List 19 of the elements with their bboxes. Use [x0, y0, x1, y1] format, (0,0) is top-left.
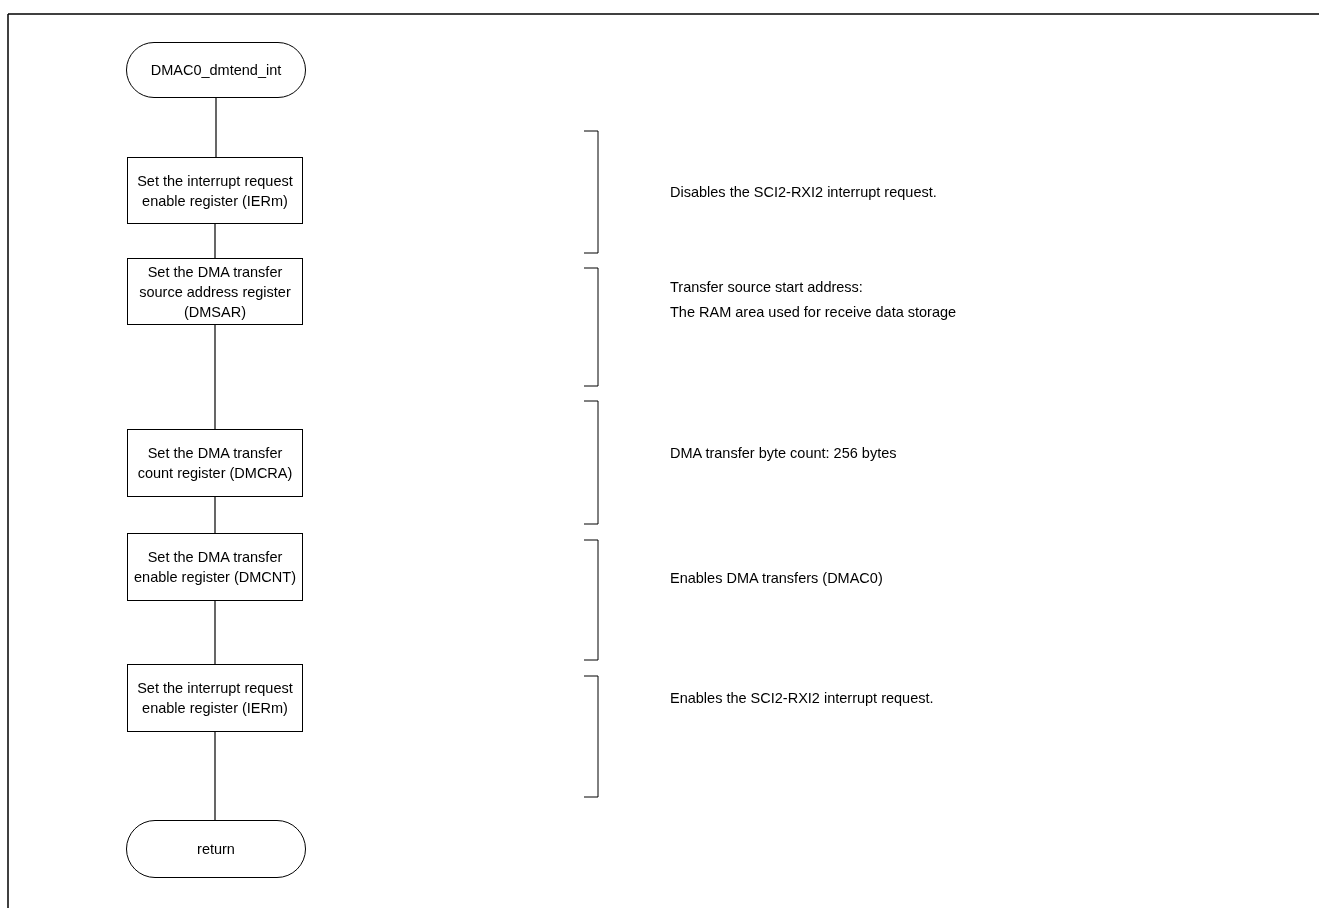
process-box: Set the DMA transfer enable register (DMCNT) [127, 533, 303, 601]
process-box: Set the interrupt request enable register (IERm) [127, 157, 303, 224]
connector-line [215, 97, 217, 158]
annotation-text: The RAM area used for receive data storage [670, 302, 957, 322]
process-box: Set the DMA transfer count register (DMCRA) [127, 429, 303, 497]
annotation-text: Enables the SCI2-RXI2 interrupt request. [670, 688, 934, 708]
connector-line [214, 600, 216, 665]
connector-line [214, 731, 216, 821]
connector-line [214, 496, 216, 534]
annotation-text: Disables the SCI2-RXI2 interrupt request. [670, 182, 937, 202]
annotation-text: Transfer source start address: [670, 277, 863, 297]
annotation-text: DMA transfer byte count: 256 bytes [670, 443, 897, 463]
terminal-shape: return [126, 820, 306, 878]
process-box: Set the DMA transfer source address register (DMSAR) [127, 258, 303, 325]
connector-line [214, 223, 216, 259]
annotation-text: Enables DMA transfers (DMAC0) [670, 568, 883, 588]
connector-line [214, 324, 216, 430]
terminal-shape: DMAC0_dmtend_int [126, 42, 306, 98]
process-box: Set the interrupt request enable register (IERm) [127, 664, 303, 732]
